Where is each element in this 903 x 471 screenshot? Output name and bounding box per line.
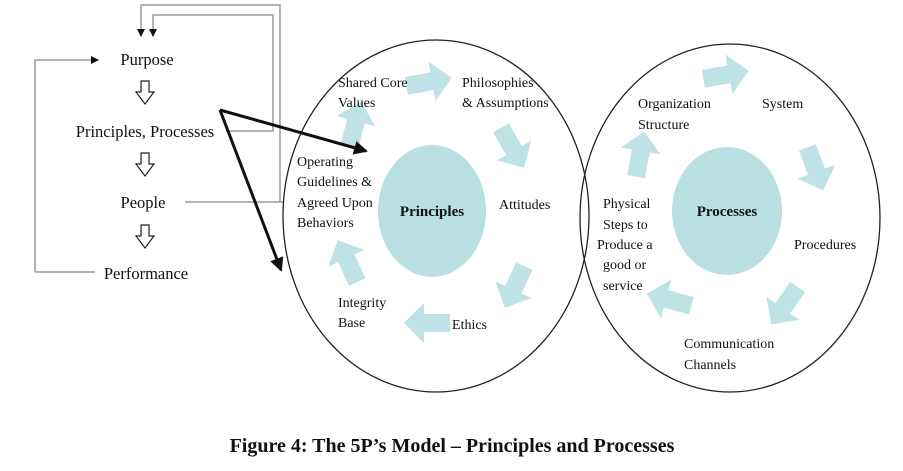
item-attitudes: Attitudes — [499, 198, 550, 213]
item-procedures: Procedures — [794, 238, 856, 253]
down-arrow-icon — [134, 80, 156, 105]
down-arrow-icon — [134, 224, 156, 249]
cycle-arrow-icon — [486, 257, 543, 317]
processes-inner-circle — [672, 147, 782, 275]
item-philosophies: Philosophies & Assumptions — [462, 76, 549, 111]
processes-center-label: Processes — [697, 204, 758, 220]
cycle-arrow-icon — [616, 127, 664, 181]
cycle-arrow-icon — [754, 275, 815, 337]
principles-inner-circle — [378, 145, 486, 277]
principles-center-label: Principles — [400, 204, 464, 220]
item-organization-structure: Organization Structure — [638, 97, 714, 133]
item-communication-channels: Communication Channels — [684, 337, 778, 373]
item-physical-steps: Physical Steps to Produce a good or serv… — [597, 197, 656, 294]
cycle-arrow-icon — [788, 140, 843, 198]
flow-people: People — [121, 193, 166, 212]
feedback-lines — [34, 4, 283, 273]
cycle-arrow-icon — [483, 117, 542, 178]
flow-purpose: Purpose — [120, 50, 173, 69]
item-system: System — [762, 97, 803, 112]
down-arrow-icons — [134, 80, 156, 249]
flow-principles-processes: Principles, Processes — [76, 122, 214, 141]
item-ethics: Ethics — [452, 318, 487, 333]
down-arrow-icon — [134, 152, 156, 177]
cycle-arrow-icon — [319, 231, 376, 291]
cycle-arrow-icon — [641, 274, 697, 326]
principles-outer-circle — [282, 39, 590, 393]
item-integrity-base: Integrity Base — [338, 296, 390, 331]
processes-outer-circle — [579, 43, 881, 393]
cycle-arrow-icon — [699, 51, 753, 99]
pointer-arrows — [218, 108, 368, 272]
figure-caption: Figure 4: The 5P’s Model – Principles an… — [230, 435, 675, 457]
item-shared-core-values: Shared Core Values — [338, 76, 411, 111]
item-operating-guidelines: Operating Guidelines & Agreed Upon Behav… — [297, 155, 376, 231]
flow-performance: Performance — [104, 264, 188, 283]
cycle-arrow-icon — [404, 303, 450, 343]
